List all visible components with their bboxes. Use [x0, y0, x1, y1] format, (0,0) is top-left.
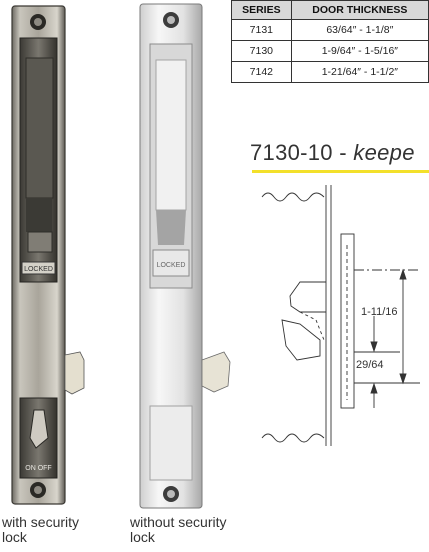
series-thickness-table: SERIES DOOR THICKNESS 7131 63/64″ - 1-1/…: [231, 0, 429, 83]
lock-with-security: LOCKED ON OFF: [11, 5, 85, 505]
keeper-title: 7130-10 - keepe: [250, 140, 415, 166]
table-header-series: SERIES: [231, 0, 292, 20]
locked-badge-left: LOCKED: [24, 266, 53, 273]
keeper-title-code: 7130-10: [250, 140, 333, 165]
caption-with-security: with security lock: [2, 515, 79, 545]
table-row: 7130 1-9/64″ - 1-5/16″: [231, 40, 429, 62]
table-cell-series: 7142: [231, 61, 292, 83]
keeper-title-word: keepe: [353, 140, 415, 165]
table-row: 7131 63/64″ - 1-1/8″: [231, 19, 429, 41]
caption-with-security-line2: lock: [2, 529, 27, 545]
keeper-title-separator: -: [332, 140, 354, 165]
dimension-offset: 29/64: [356, 359, 384, 371]
table-cell-thickness: 1-9/64″ - 1-5/16″: [290, 40, 429, 62]
table-cell-series: 7131: [231, 19, 292, 41]
locked-badge-right: LOCKED: [157, 262, 186, 269]
lock-without-security: LOCKED: [139, 3, 231, 509]
table-row: 7142 1-21/64″ - 1-1/2″: [231, 61, 429, 83]
table-cell-thickness: 1-21/64″ - 1-1/2″: [290, 61, 429, 83]
caption-without-security: without security lock: [130, 515, 226, 545]
keeper-title-underline: [252, 170, 429, 173]
caption-with-security-line1: with security: [2, 514, 80, 530]
table-cell-series: 7130: [231, 40, 292, 62]
on-off-badge: ON OFF: [25, 465, 51, 472]
caption-without-security-line1: without security: [130, 514, 227, 530]
keeper-diagram: [261, 185, 420, 446]
table-cell-thickness: 63/64″ - 1-1/8″: [290, 19, 429, 41]
caption-without-security-line2: lock: [130, 529, 155, 545]
dimension-overall: 1-11/16: [361, 306, 398, 318]
table-header-door-thickness: DOOR THICKNESS: [290, 0, 429, 20]
